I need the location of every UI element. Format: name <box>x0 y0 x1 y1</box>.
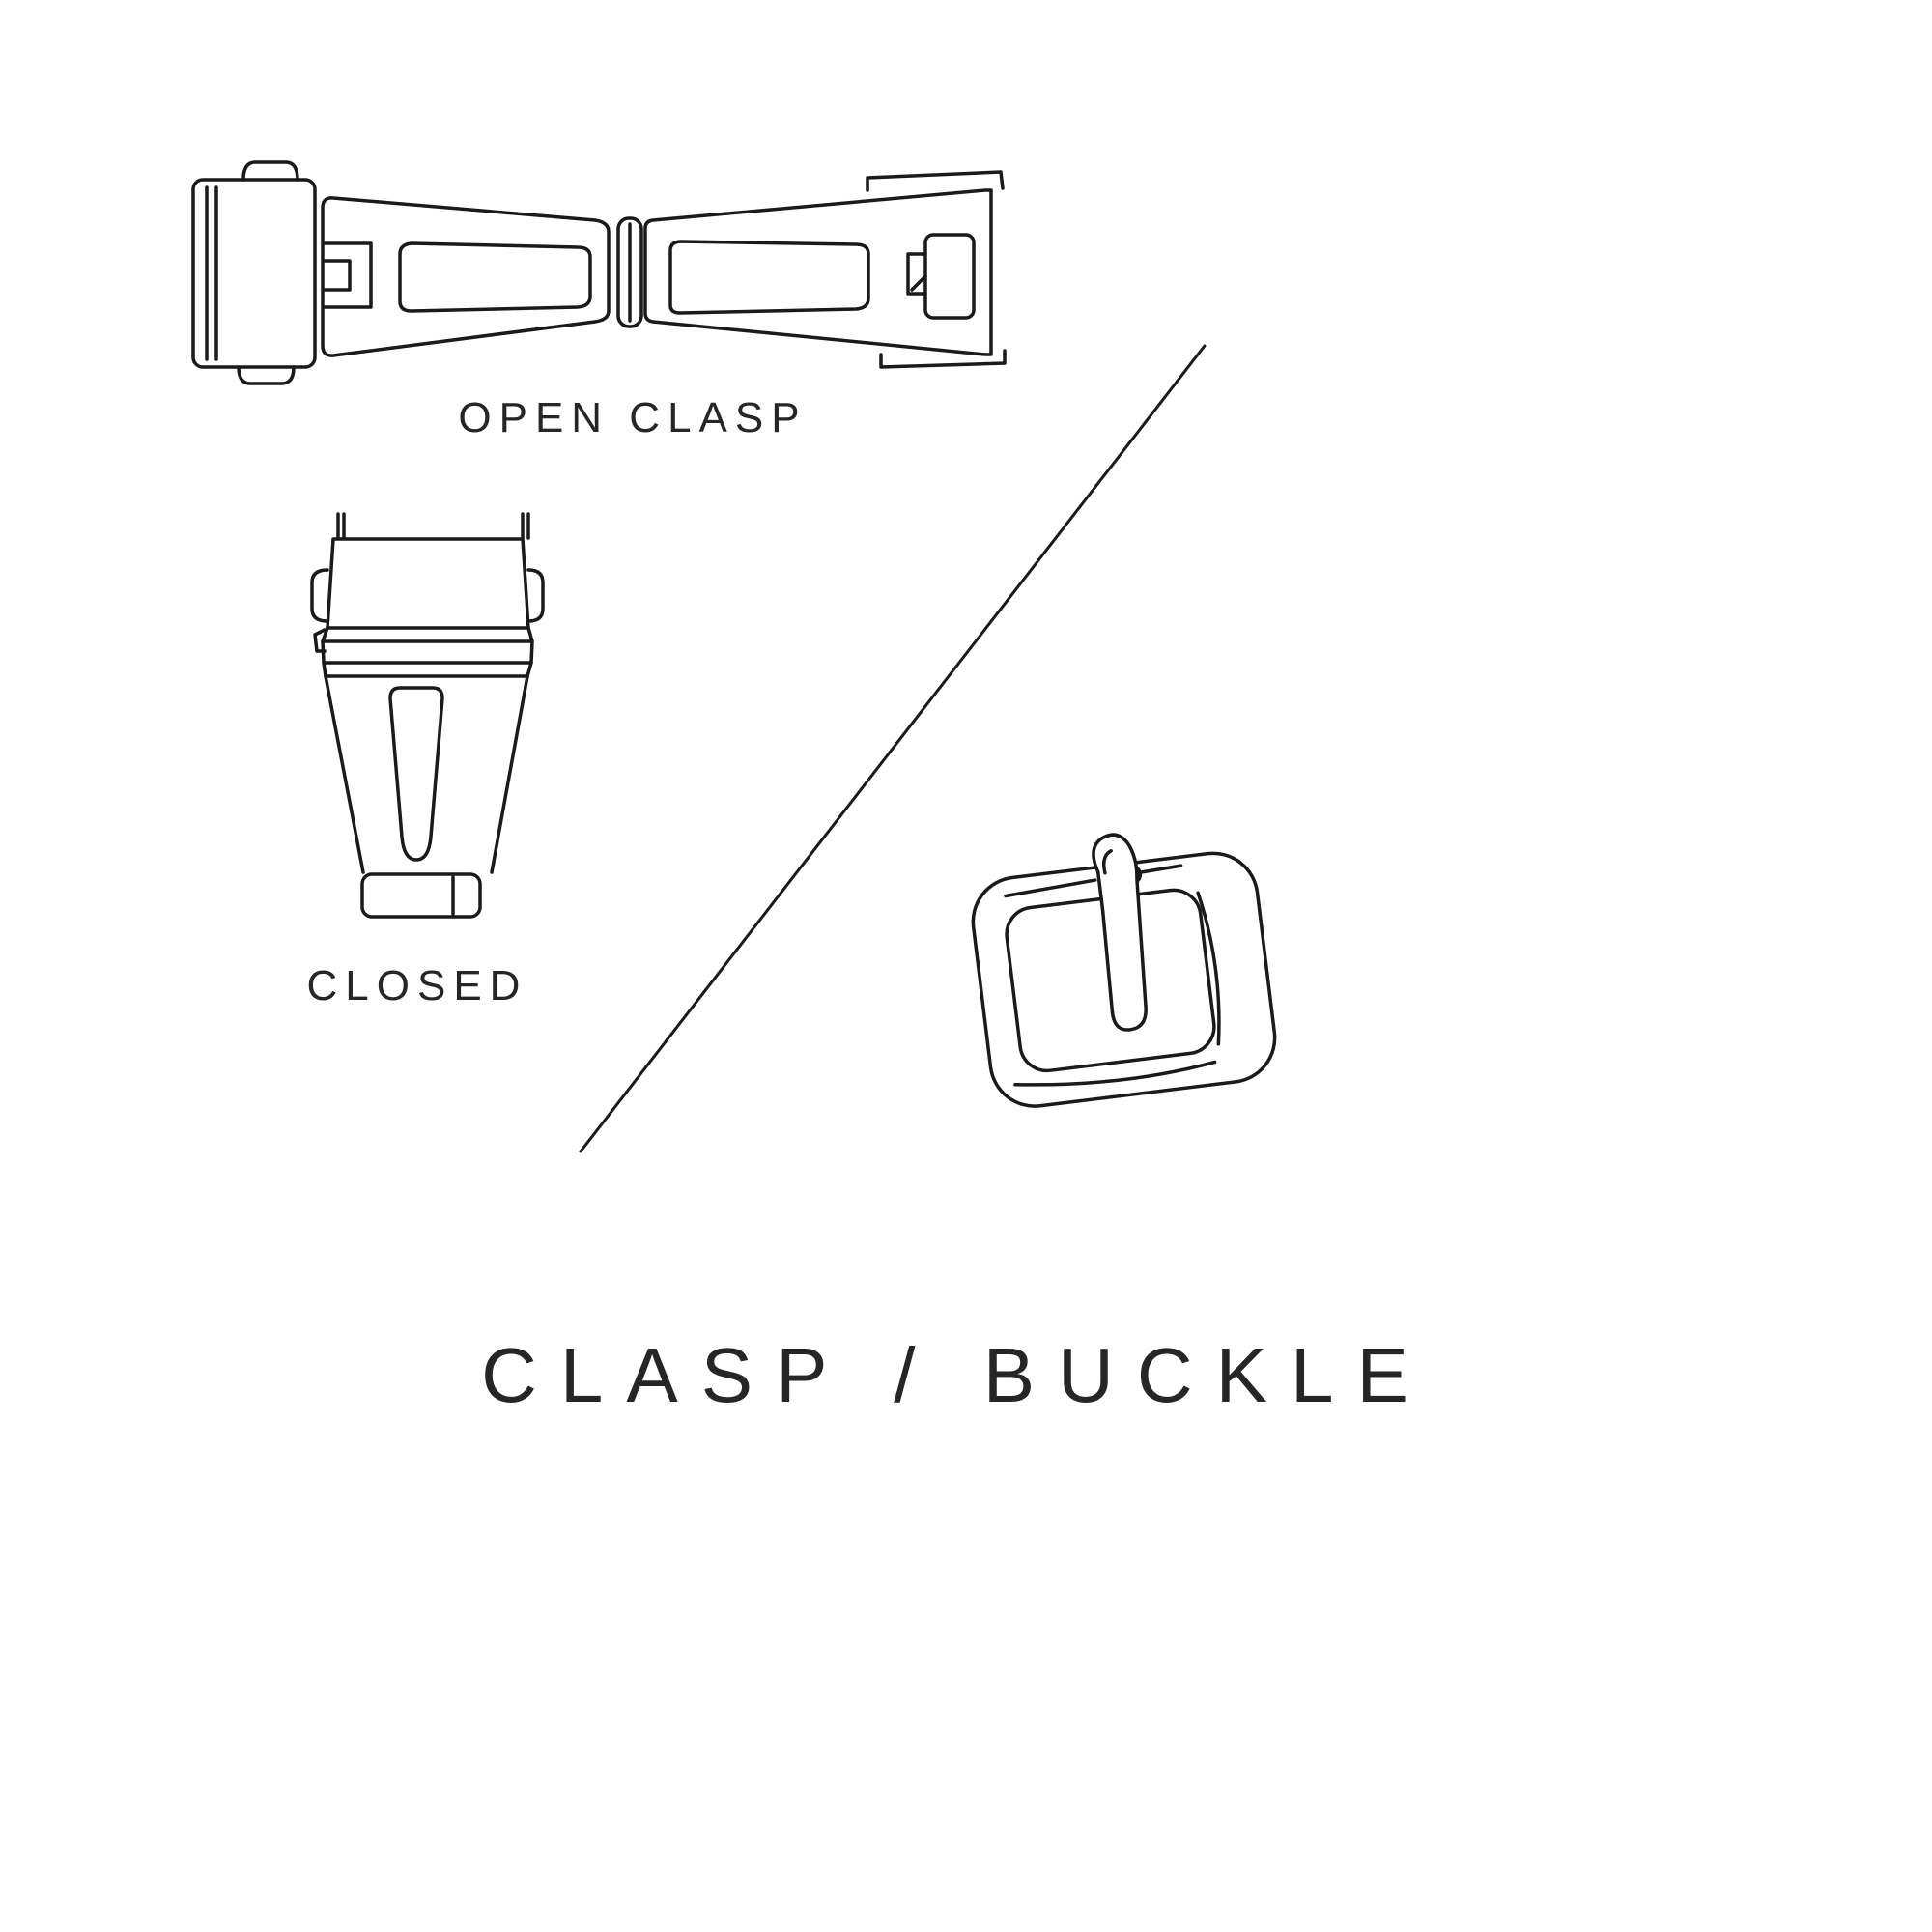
page-title: CLASP / BUCKLE <box>481 1332 1432 1418</box>
buckle-illustration <box>971 833 1277 1108</box>
open-clasp-illustration <box>191 160 1007 385</box>
open-clasp-label: OPEN CLASP <box>458 394 808 441</box>
closed-clasp-illustration <box>310 512 545 919</box>
closed-label: CLOSED <box>306 962 528 1009</box>
diagonal-divider <box>579 344 1207 1153</box>
